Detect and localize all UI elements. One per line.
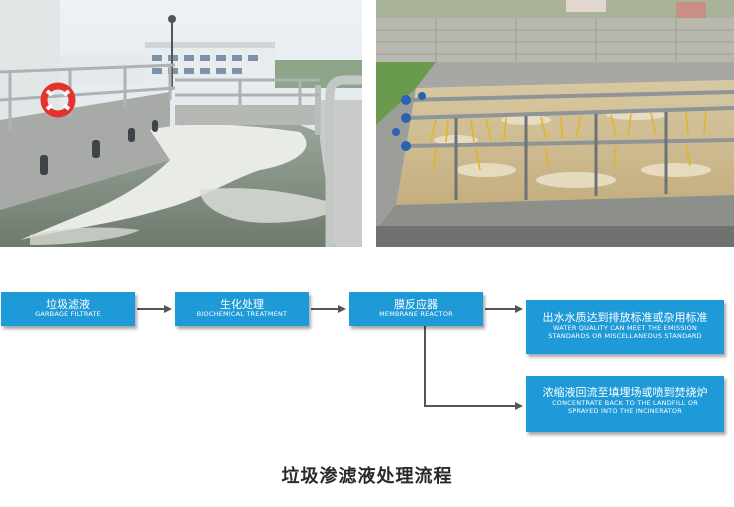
diagram-title: 垃圾渗滤液处理流程 [281, 466, 453, 487]
step-label-en: GARBAGE FILTRATE [35, 310, 101, 318]
photo-aeration-basin [0, 0, 362, 247]
output-label-en-line2: STANDARDS OR MISCELLANEOUS STANDARD [548, 331, 702, 340]
step-biochemical-treatment: 生化处理 BIOCHEMICAL TREATMENT [175, 292, 309, 326]
output-label-cn: 浓缩液回流至填埋场或喷到焚烧炉 [542, 386, 708, 399]
step-garbage-filtrate: 垃圾滤液 GARBAGE FILTRATE [1, 292, 135, 326]
output-label-en-line2: SPRAYED INTO THE INCINERATOR [568, 406, 682, 415]
step-label-en: BIOCHEMICAL TREATMENT [196, 310, 288, 318]
output-concentrate-return: 浓缩液回流至填埋场或喷到焚烧炉 CONCENTRATE BACK TO THE … [526, 376, 724, 432]
step-label-cn: 生化处理 [220, 298, 264, 311]
arrow-membrane-to-concentrate [424, 326, 523, 410]
output-label-en-line1: WATER QUALITY CAN MEET THE EMISSION [552, 324, 698, 332]
output-label-cn: 出水水质达到排放标准或杂用标准 [542, 311, 708, 324]
output-label-en-line1: CONCENTRATE BACK TO THE LANDFILL OR [552, 399, 698, 407]
output-emission-standard: 出水水质达到排放标准或杂用标准 WATER QUALITY CAN MEET T… [526, 300, 724, 354]
step-membrane-reactor: 膜反应器 MEMBRANE REACTOR [349, 292, 483, 326]
step-label-en: MEMBRANE REACTOR [379, 310, 453, 318]
step-label-cn: 膜反应器 [394, 298, 438, 311]
photo-membrane-tank [376, 0, 734, 247]
step-label-cn: 垃圾滤液 [46, 298, 90, 311]
